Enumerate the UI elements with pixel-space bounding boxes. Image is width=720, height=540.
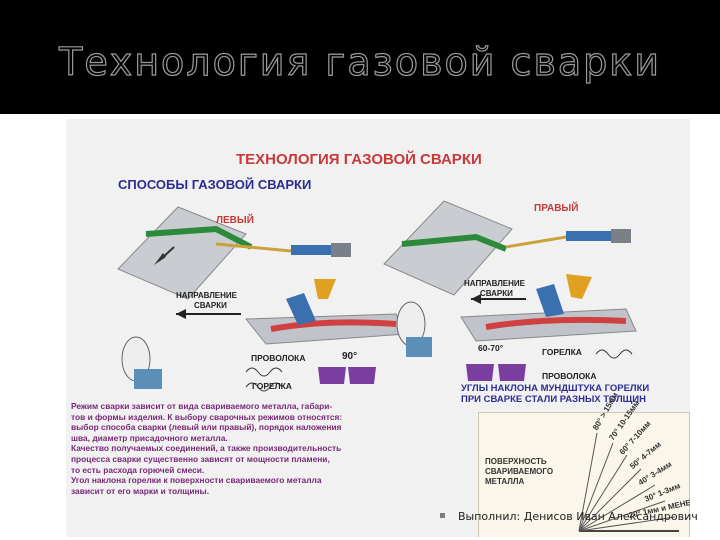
author-footer: Выполнил: Денисов Иван Александрович — [458, 510, 698, 523]
poster-title: ТЕХНОЛОГИЯ ГАЗОВОЙ СВАРКИ — [236, 151, 482, 168]
hose-right — [401, 233, 508, 252]
angles-title-line: ПРИ СВАРКЕ СТАЛИ РАЗНЫХ ТОЛЩИН — [461, 394, 646, 405]
description-line: зависит от его марки и толщины. — [71, 485, 210, 496]
torch-label-right: ГОРЕЛКА — [542, 347, 582, 357]
poster-subtitle: СПОСОБЫ ГАЗОВОЙ СВАРКИ — [118, 177, 312, 192]
direction-label-left-2: СВАРКИ — [194, 301, 227, 310]
torch-handle-right — [566, 231, 611, 241]
footer-bullet — [440, 513, 445, 518]
direction-label-right-2: СВАРКИ — [480, 289, 513, 298]
surface-label-line: ПОВЕРХНОСТЬ — [485, 457, 547, 466]
torch-tube-left — [215, 242, 292, 253]
left-method-label: ЛЕВЫЙ — [216, 215, 254, 226]
torch-handle-left — [291, 245, 331, 255]
angles-title: УГЛЫ НАКЛОНА МУНДШТУКА ГОРЕЛКИ ПРИ СВАРК… — [461, 383, 649, 405]
poster-illustrations — [117, 200, 637, 392]
angle-lines — [578, 432, 679, 532]
description-line: Режим сварки зависит от вида свариваемог… — [71, 401, 333, 411]
description-line: шва, диаметр присадочного металла. — [71, 432, 228, 443]
poster-description: Режим сварки зависит от вида свариваемог… — [71, 401, 471, 496]
description-line: тов и формы изделия. К выбору сварочных … — [71, 411, 343, 422]
welding-poster: ТЕХНОЛОГИЯ ГАЗОВОЙ СВАРКИ СПОСОБЫ ГАЗОВО… — [66, 119, 690, 537]
metal-sheet-right — [383, 200, 513, 296]
angle-label-right: 60-70° — [478, 343, 504, 353]
flame-right — [566, 274, 592, 299]
description-line: процесса сварки существенно зависят от м… — [71, 453, 330, 464]
angles-title-line: УГЛЫ НАКЛОНА МУНДШТУКА ГОРЕЛКИ — [461, 383, 650, 394]
torch-angles-diagram: ПОВЕРХНОСТЬ СВАРИВАЕМОГО МЕТАЛЛА 80° > 1… — [478, 391, 690, 537]
angle-label-left: 90° — [342, 351, 358, 362]
torch-tip-left — [286, 293, 316, 325]
surface-label-line: СВАРИВАЕМОГО — [485, 467, 554, 476]
description-line: Угол наклона горелки к поверхности свари… — [71, 475, 322, 486]
hose-left — [145, 225, 253, 250]
surface-label-line: МЕТАЛЛА — [485, 477, 525, 486]
wire-label-left: ПРОВОЛОКА — [251, 353, 306, 363]
surface-label: ПОВЕРХНОСТЬ СВАРИВАЕМОГО МЕТАЛЛА — [485, 457, 553, 487]
torch-label-left: ГОРЕЛКА — [252, 381, 292, 391]
wire-label-right: ПРОВОЛОКА — [542, 371, 597, 381]
slide-title: Технология газовой сварки — [59, 39, 661, 84]
description-line: Качество получаемых соединений, а также … — [71, 443, 342, 454]
right-method-label: ПРАВЫЙ — [534, 203, 579, 214]
description-line: то есть расхода горючей смеси. — [71, 464, 205, 475]
direction-label-left-1: НАПРАВЛЕНИЕ — [176, 291, 237, 300]
direction-label-right-1: НАПРАВЛЕНИЕ — [464, 279, 525, 288]
description-line: выбор способа сварки (левый или правый),… — [71, 422, 342, 433]
flame-left — [314, 279, 336, 299]
title-bar: Технология газовой сварки — [0, 0, 720, 114]
